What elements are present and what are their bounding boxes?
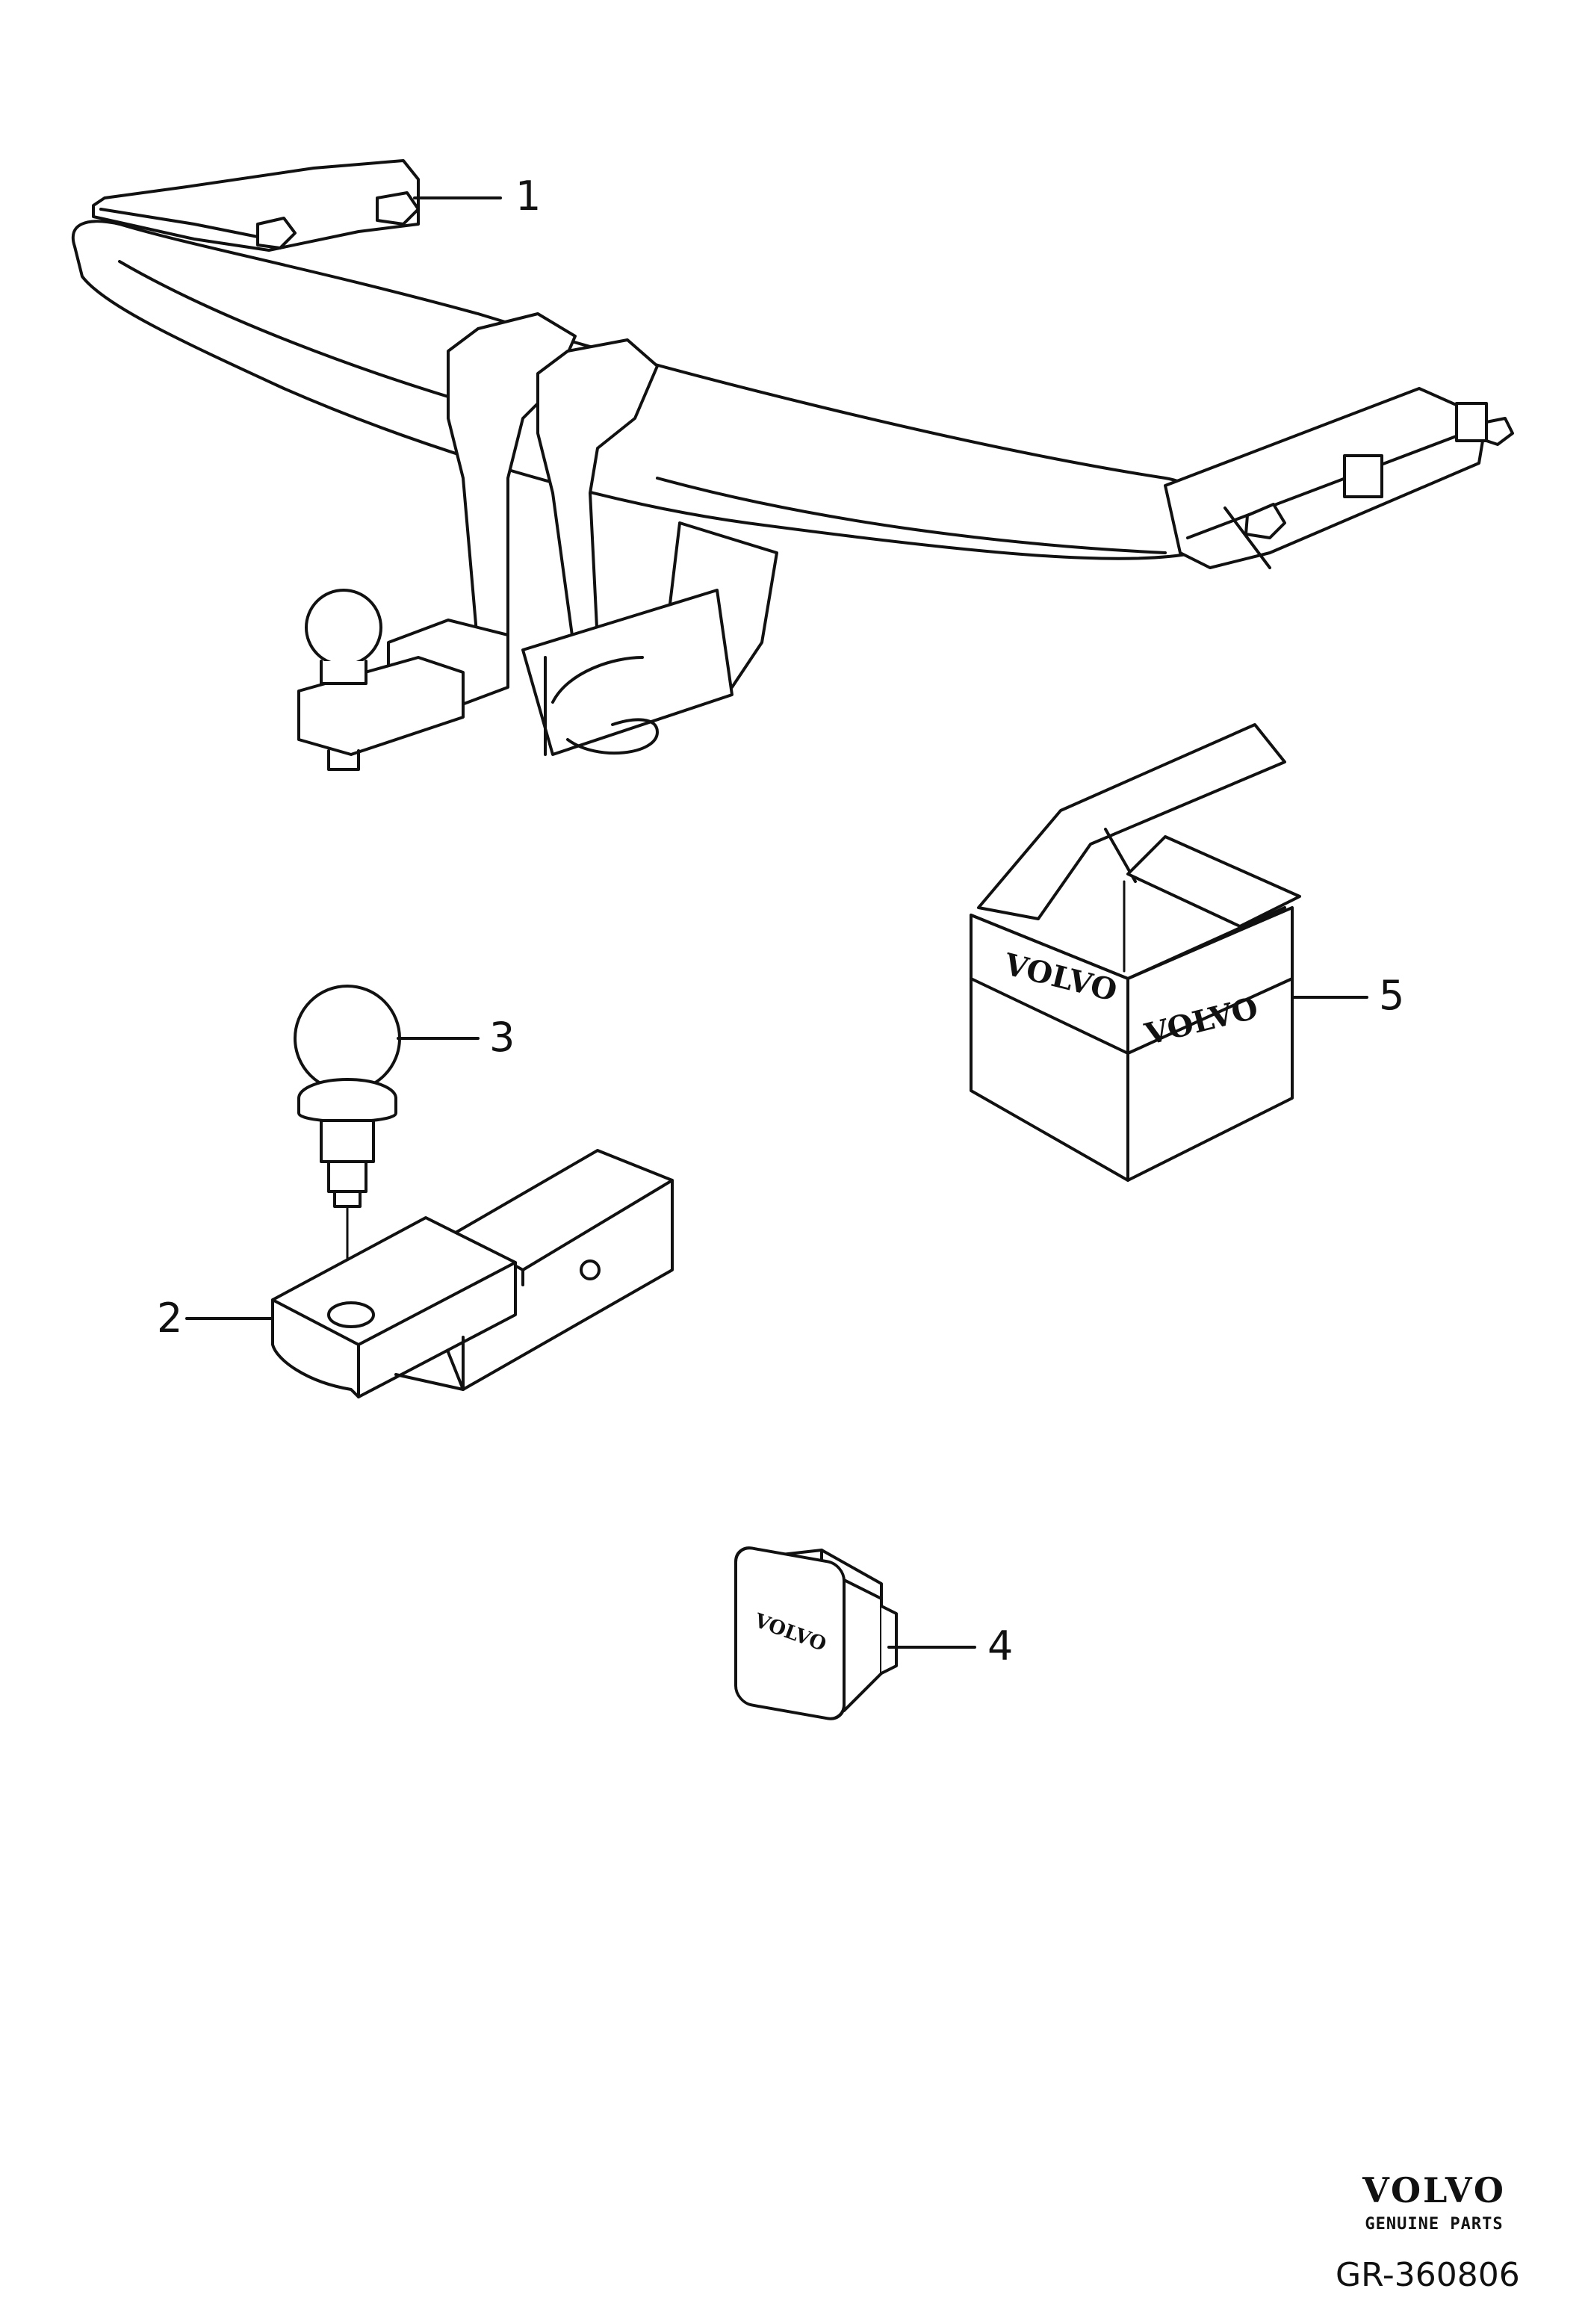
tow-ball: [294, 985, 480, 1316]
tow-bar-assembly: [71, 159, 1514, 771]
brand-logo: VOLVO: [1362, 2170, 1506, 2210]
bolt-icon: [256, 191, 420, 250]
callout-3: 3: [489, 1014, 515, 1061]
callout-2: 2: [157, 1295, 183, 1342]
brand-tagline: GENUINE PARTS: [1365, 2215, 1504, 2234]
callout-4: 4: [987, 1623, 1014, 1670]
callout-1: 1: [515, 173, 542, 220]
diagram-reference: GR-360806: [1336, 2256, 1520, 2294]
receiver-cap: VOLVO: [734, 1546, 976, 1720]
boxed-kit: VOLVO VOLVO: [970, 723, 1368, 1182]
ball-mount-drawbar: [185, 1149, 674, 1398]
callout-5: 5: [1379, 972, 1405, 1019]
bolt-icon: [1244, 402, 1514, 539]
